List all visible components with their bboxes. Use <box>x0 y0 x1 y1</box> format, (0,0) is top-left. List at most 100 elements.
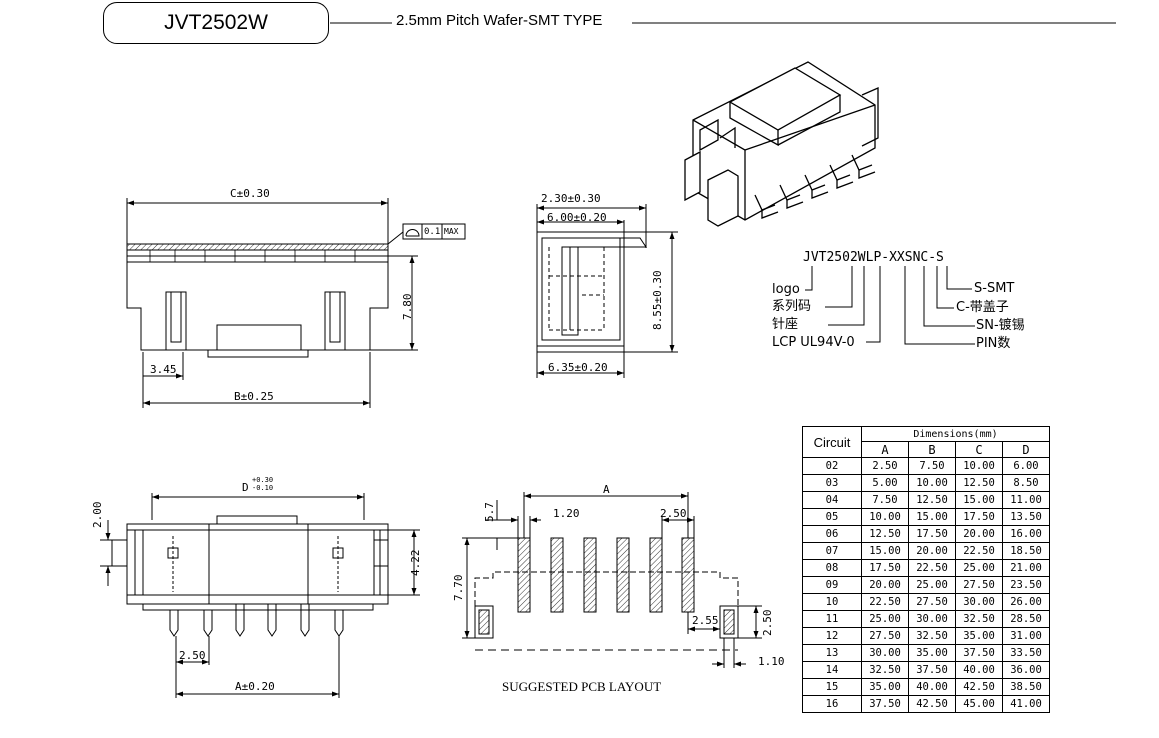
dimension-cell: 10.00 <box>908 474 956 492</box>
dimension-cell: 17.50 <box>861 559 909 577</box>
circuit-cell: 07 <box>802 542 862 560</box>
column-header: B <box>908 441 956 458</box>
dimension-cell: 22.50 <box>861 593 909 611</box>
pcb-caption: SUGGESTED PCB LAYOUT <box>502 679 662 694</box>
dimension-cell: 40.00 <box>908 678 956 696</box>
dimension-cell: 11.00 <box>1002 491 1050 509</box>
circuit-cell: 12 <box>802 627 862 645</box>
dim-d-tol-plus: +0.30 <box>252 476 274 484</box>
circuit-cell: 04 <box>802 491 862 509</box>
dimension-cell: 30.00 <box>955 593 1003 611</box>
dimension-cell: 37.50 <box>861 695 909 713</box>
dimension-cell: 12.50 <box>955 474 1003 492</box>
dimension-cell: 27.50 <box>955 576 1003 594</box>
flatness-max: MAX <box>444 227 459 236</box>
dimension-cell: 5.00 <box>861 474 909 492</box>
dim-422-label: 4.22 <box>409 549 422 577</box>
dim-200-label: 2.00 <box>91 501 104 529</box>
dimension-cell: 45.00 <box>955 695 1003 713</box>
top-view <box>100 493 420 698</box>
pcb-dim-250-top: 2.50 <box>660 507 687 520</box>
circuit-cell: 11 <box>802 610 862 628</box>
dimension-cell: 38.50 <box>1002 678 1050 696</box>
legend-left-1: 系列码 <box>772 299 812 314</box>
flatness-value: 0.1 <box>424 227 441 237</box>
circuit-cell: 13 <box>802 644 862 662</box>
dimension-cell: 25.00 <box>955 559 1003 577</box>
dimension-cell: 40.00 <box>955 661 1003 679</box>
dimension-cell: 41.00 <box>1002 695 1050 713</box>
dimension-cell: 35.00 <box>955 627 1003 645</box>
dimension-cell: 33.50 <box>1002 644 1050 662</box>
circuit-header: Circuit <box>802 426 862 458</box>
column-header: C <box>955 441 1003 458</box>
legend-right-0: S-SMT <box>974 281 1015 296</box>
pcb-dim-a: A <box>603 483 610 496</box>
dimension-cell: 36.00 <box>1002 661 1050 679</box>
front-view <box>126 198 466 408</box>
dimension-cell: 20.00 <box>908 542 956 560</box>
dimension-cell: 7.50 <box>861 491 909 509</box>
dimension-cell: 30.00 <box>861 644 909 662</box>
dim-d-label: D <box>242 481 249 494</box>
circuit-cell: 05 <box>802 508 862 526</box>
dimension-cell: 30.00 <box>908 610 956 628</box>
dimension-cell: 8.50 <box>1002 474 1050 492</box>
dimension-cell: 15.00 <box>861 542 909 560</box>
dimension-cell: 32.50 <box>861 661 909 679</box>
dimension-cell: 32.50 <box>955 610 1003 628</box>
circuit-cell: 02 <box>802 457 862 475</box>
dimension-cell: 25.00 <box>908 576 956 594</box>
dimension-cell: 42.50 <box>955 678 1003 696</box>
legend-left-2: 针座 <box>772 317 799 332</box>
circuit-cell: 03 <box>802 474 862 492</box>
dimension-cell: 28.50 <box>1002 610 1050 628</box>
dimension-cell: 20.00 <box>955 525 1003 543</box>
circuit-cell: 15 <box>802 678 862 696</box>
column-header: A <box>861 441 909 458</box>
part-title: JVT2502W <box>103 2 329 44</box>
dimension-cell: 37.50 <box>955 644 1003 662</box>
column-header: D <box>1002 441 1050 458</box>
dimension-cell: 6.00 <box>1002 457 1050 475</box>
iso-view <box>684 61 879 227</box>
dim-780-label: 7.80 <box>401 293 414 321</box>
dim-635-label: 6.35±0.20 <box>548 361 608 374</box>
pcb-dim-120: 1.20 <box>553 507 580 520</box>
dimension-cell: 17.50 <box>908 525 956 543</box>
dimension-cell: 35.00 <box>861 678 909 696</box>
dimension-cell: 27.50 <box>908 593 956 611</box>
dim-230-label: 2.30±0.30 <box>541 192 601 205</box>
part-subtitle: 2.5mm Pitch Wafer-SMT TYPE <box>392 12 607 29</box>
dim-345-label: 3.45 <box>150 363 177 376</box>
dimension-cell: 37.50 <box>908 661 956 679</box>
dimension-cell: 18.50 <box>1002 542 1050 560</box>
dim-b-label: B±0.25 <box>234 390 274 403</box>
dimension-cell: 20.00 <box>861 576 909 594</box>
dim-c-label: C±0.30 <box>230 187 270 200</box>
dimension-cell: 42.50 <box>908 695 956 713</box>
dimension-cell: 31.00 <box>1002 627 1050 645</box>
dimension-cell: 16.00 <box>1002 525 1050 543</box>
part-number-code: JVT2502WLP-XXSNC-S <box>803 250 944 265</box>
dimension-cell: 7.50 <box>908 457 956 475</box>
dimension-cell: 2.50 <box>861 457 909 475</box>
dimension-cell: 12.50 <box>908 491 956 509</box>
